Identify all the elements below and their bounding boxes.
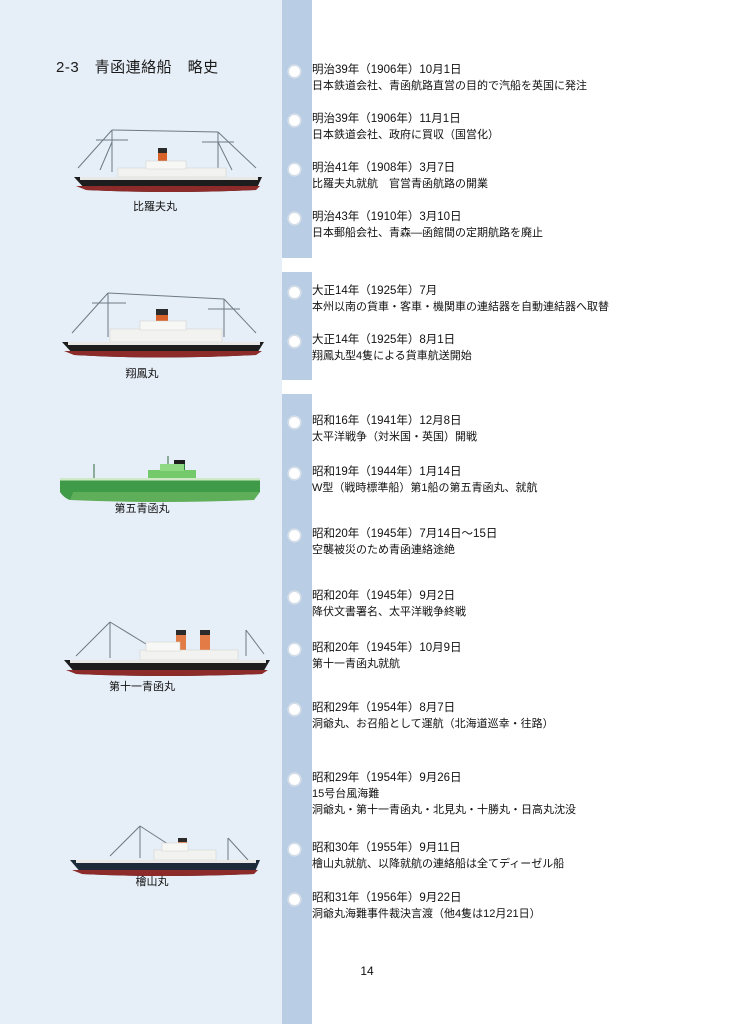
timeline-event: 昭和31年（1956年）9月22日 洞爺丸海難事件裁決言渡（他4隻は12月21日… (288, 890, 541, 922)
timeline-event: 昭和19年（1944年）1月14日 W型（戦時標準船）第1船の第五青函丸、就航 (288, 464, 538, 496)
event-date: 昭和16年（1941年）12月8日 (312, 415, 462, 427)
timeline-event: 大正14年（1925年）8月1日 翔鳳丸型4隻による貨車航送開始 (288, 332, 472, 364)
timeline-event: 昭和20年（1945年）7月14日～15日 空襲被災のため青函連絡途絶 (288, 526, 498, 558)
timeline-bullet-icon (288, 416, 301, 429)
event-description: 檜山丸就航、以降就航の連絡船は全てディーゼル船 (312, 858, 565, 870)
event-description: 翔鳳丸型4隻による貨車航送開始 (312, 350, 472, 362)
event-date: 昭和20年（1945年）10月9日 (312, 642, 462, 654)
timeline-events: 明治39年（1906年）10月1日 日本鉄道会社、青函航路直営の目的で汽船を英国… (288, 0, 734, 1024)
page-title: 2-3 青函連絡船 略史 (56, 59, 219, 76)
timeline-bullet-icon (288, 643, 301, 656)
timeline-event: 明治41年（1908年）3月7日 比羅夫丸就航 官営青函航路の開業 (288, 160, 488, 192)
timeline-notch (282, 380, 312, 394)
timeline-bullet-icon (288, 163, 301, 176)
event-date: 昭和31年（1956年）9月22日 (312, 892, 462, 904)
ship-caption-3: 第五青函丸 (114, 503, 170, 515)
ship-illustration-daijuichiseikanmaru (50, 608, 282, 688)
event-date: 明治39年（1906年）10月1日 (312, 64, 462, 76)
event-description: 日本郵船会社、青森―函館間の定期航路を廃止 (312, 227, 543, 239)
event-description: 比羅夫丸就航 官営青函航路の開業 (312, 178, 488, 190)
ship-illustration-daigoseikanmaru (48, 448, 273, 508)
event-date: 昭和29年（1954年）8月7日 (312, 702, 456, 714)
timeline-bullet-icon (288, 893, 301, 906)
timeline-bullet-icon (288, 703, 301, 716)
event-date: 大正14年（1925年）7月 (312, 285, 438, 297)
timeline-event: 明治43年（1910年）3月10日 日本郵船会社、青森―函館間の定期航路を廃止 (288, 209, 543, 241)
timeline-event: 昭和20年（1945年）10月9日 第十一青函丸就航 (288, 640, 462, 672)
event-description: W型（戦時標準船）第1船の第五青函丸、就航 (312, 482, 538, 494)
ship-illustration-hirafumaru (60, 120, 275, 200)
event-description: 洞爺丸海難事件裁決言渡（他4隻は12月21日） (312, 908, 541, 920)
event-description-extra: 洞爺丸・第十一青函丸・北見丸・十勝丸・日高丸沈没 (312, 804, 576, 816)
event-date: 昭和20年（1945年）9月2日 (312, 590, 456, 602)
ship-illustration-hiyamamaru (58, 818, 273, 888)
page-number: 14 (360, 964, 374, 978)
timeline-event: 昭和30年（1955年）9月11日 檜山丸就航、以降就航の連絡船は全てディーゼル… (288, 840, 565, 872)
event-description: 日本鉄道会社、政府に買収（国営化） (312, 129, 499, 141)
event-date: 昭和20年（1945年）7月14日～15日 (312, 528, 498, 540)
timeline-bullet-icon (288, 843, 301, 856)
event-description: 空襲被災のため青函連絡途絶 (312, 544, 455, 556)
timeline-bullet-icon (288, 65, 301, 78)
timeline-event: 明治39年（1906年）10月1日 日本鉄道会社、青函航路直営の目的で汽船を英国… (288, 62, 587, 94)
timeline-bullet-icon (288, 773, 301, 786)
timeline-event: 昭和29年（1954年）9月26日 15号台風海難 洞爺丸・第十一青函丸・北見丸… (288, 770, 576, 818)
event-description: 第十一青函丸就航 (312, 658, 400, 670)
ship-illustration-shohomaru (48, 285, 278, 365)
timeline-bullet-icon (288, 529, 301, 542)
event-description: 太平洋戦争（対米国・英国）開戦 (312, 431, 477, 443)
ship-caption-1: 比羅夫丸 (133, 201, 177, 213)
timeline-event: 大正14年（1925年）7月 本州以南の貨車・客車・機関車の連結器を自動連結器へ… (288, 283, 609, 315)
event-date: 大正14年（1925年）8月1日 (312, 334, 456, 346)
event-date: 昭和30年（1955年）9月11日 (312, 842, 461, 854)
ship-caption-4: 第十一青函丸 (109, 681, 175, 693)
timeline-bullet-icon (288, 212, 301, 225)
timeline-event: 昭和29年（1954年）8月7日 洞爺丸、お召船として運航（北海道巡幸・往路） (288, 700, 554, 732)
timeline-bullet-icon (288, 467, 301, 480)
event-description: 降伏文書署名、太平洋戦争終戦 (312, 606, 466, 618)
event-date: 明治41年（1908年）3月7日 (312, 162, 456, 174)
timeline-bullet-icon (288, 114, 301, 127)
event-date: 昭和29年（1954年）9月26日 (312, 772, 462, 784)
timeline-event: 明治39年（1906年）11月1日 日本鉄道会社、政府に買収（国営化） (288, 111, 499, 143)
event-date: 明治39年（1906年）11月1日 (312, 113, 461, 125)
event-date: 明治43年（1910年）3月10日 (312, 211, 462, 223)
event-description: 15号台風海難 (312, 788, 380, 800)
ship-caption-2: 翔鳳丸 (125, 368, 159, 380)
timeline-event: 昭和16年（1941年）12月8日 太平洋戦争（対米国・英国）開戦 (288, 413, 477, 445)
event-description: 日本鉄道会社、青函航路直営の目的で汽船を英国に発注 (312, 80, 587, 92)
timeline-bullet-icon (288, 591, 301, 604)
event-date: 昭和19年（1944年）1月14日 (312, 466, 462, 478)
event-description: 本州以南の貨車・客車・機関車の連結器を自動連結器へ取替 (312, 301, 609, 313)
ship-caption-5: 檜山丸 (135, 876, 169, 888)
timeline-bullet-icon (288, 286, 301, 299)
timeline-bullet-icon (288, 335, 301, 348)
event-description: 洞爺丸、お召船として運航（北海道巡幸・往路） (312, 718, 554, 730)
timeline-notch (282, 258, 312, 272)
timeline-strip (282, 0, 312, 1024)
timeline-event: 昭和20年（1945年）9月2日 降伏文書署名、太平洋戦争終戦 (288, 588, 466, 620)
